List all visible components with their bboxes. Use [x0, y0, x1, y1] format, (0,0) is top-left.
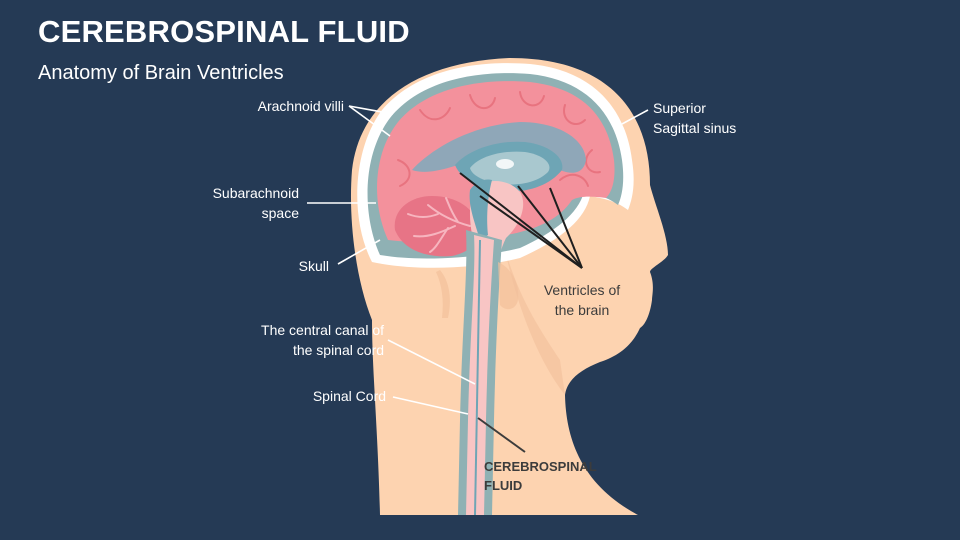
cerebellum-branches	[407, 197, 471, 253]
label-superior-sagittal-sinus: Superior Sagittal sinus	[653, 98, 736, 138]
label-central-canal-line1: The central canal of	[261, 322, 384, 338]
line-skull	[337, 239, 381, 265]
label-csf-line1: CEREBROSPINAL	[484, 459, 597, 474]
label-subarachnoid-line2: space	[261, 205, 299, 221]
label-ventricles-of-the-brain: Ventricles of the brain	[532, 280, 632, 320]
label-skull: Skull	[299, 256, 329, 276]
line-sagittal	[621, 109, 649, 125]
line-csf	[477, 417, 526, 453]
label-central-canal-line2: the spinal cord	[292, 342, 384, 358]
line-arachnoid-1	[348, 105, 394, 115]
line-central-canal	[387, 339, 476, 385]
label-subarachnoid-space: Subarachnoid space	[213, 183, 299, 223]
label-skull-text: Skull	[298, 258, 329, 274]
ventricle-pointer-lines	[459, 172, 583, 269]
label-central-canal: The central canal of the spinal cord	[261, 320, 384, 360]
label-ventricles-line2: the brain	[554, 302, 610, 318]
label-sagittal-line1: Superior	[653, 100, 706, 116]
line-arachnoid-2	[348, 105, 391, 137]
cerebellum	[394, 196, 480, 257]
leader-lines	[307, 105, 649, 415]
label-cerebrospinal-fluid: CEREBROSPINAL FLUID	[484, 457, 597, 495]
label-arachnoid-villi: Arachnoid villi	[258, 96, 344, 116]
label-ventricles-line1: Ventricles of	[543, 282, 621, 298]
label-subarachnoid-line1: Subarachnoid	[212, 185, 299, 201]
slide-title: CEREBROSPINAL FLUID	[38, 14, 410, 49]
line-spinal-cord	[392, 396, 469, 415]
central-canal	[474, 239, 481, 516]
label-sagittal-line2: Sagittal sinus	[653, 120, 737, 136]
slide-subtitle: Anatomy of Brain Ventricles	[38, 62, 284, 84]
skull-base	[436, 270, 450, 318]
label-spinal-cord: Spinal Cord	[313, 386, 386, 406]
spinal-cord	[466, 235, 494, 515]
throat-shadow	[505, 250, 565, 395]
label-arachnoid-villi-text: Arachnoid villi	[257, 98, 344, 114]
label-spinal-cord-text: Spinal Cord	[312, 388, 386, 404]
vertebrae	[498, 262, 519, 310]
label-csf-line2: FLUID	[484, 478, 523, 493]
third-ventricle	[496, 159, 514, 169]
